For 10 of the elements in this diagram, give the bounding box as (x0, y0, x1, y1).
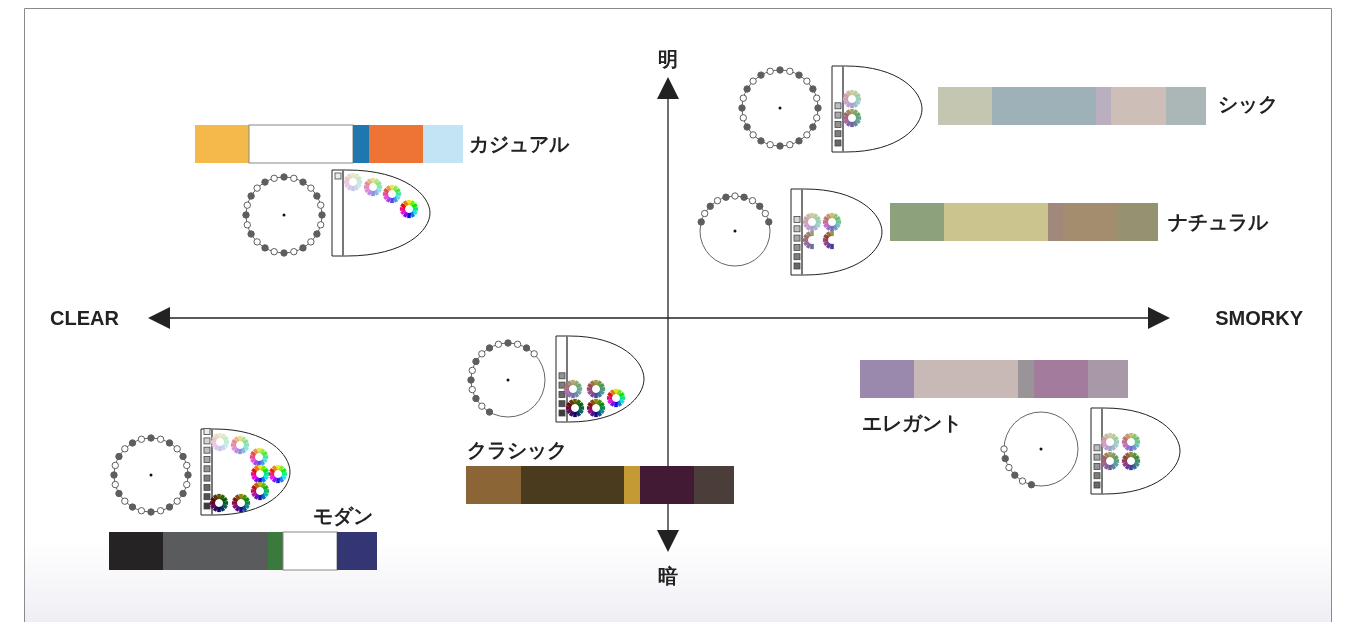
axis-label: 明 (658, 49, 678, 69)
axis-label: 暗 (658, 566, 678, 586)
style-label: クラシック (467, 440, 567, 460)
axis-label: SMORKY (1215, 308, 1303, 328)
style-label: カジュアル (469, 134, 569, 154)
style-label: モダン (313, 506, 373, 526)
style-label: ナチュラル (1168, 212, 1268, 232)
style-label: エレガント (862, 413, 962, 433)
axis-label: CLEAR (50, 308, 119, 328)
style-label: シック (1218, 94, 1278, 114)
